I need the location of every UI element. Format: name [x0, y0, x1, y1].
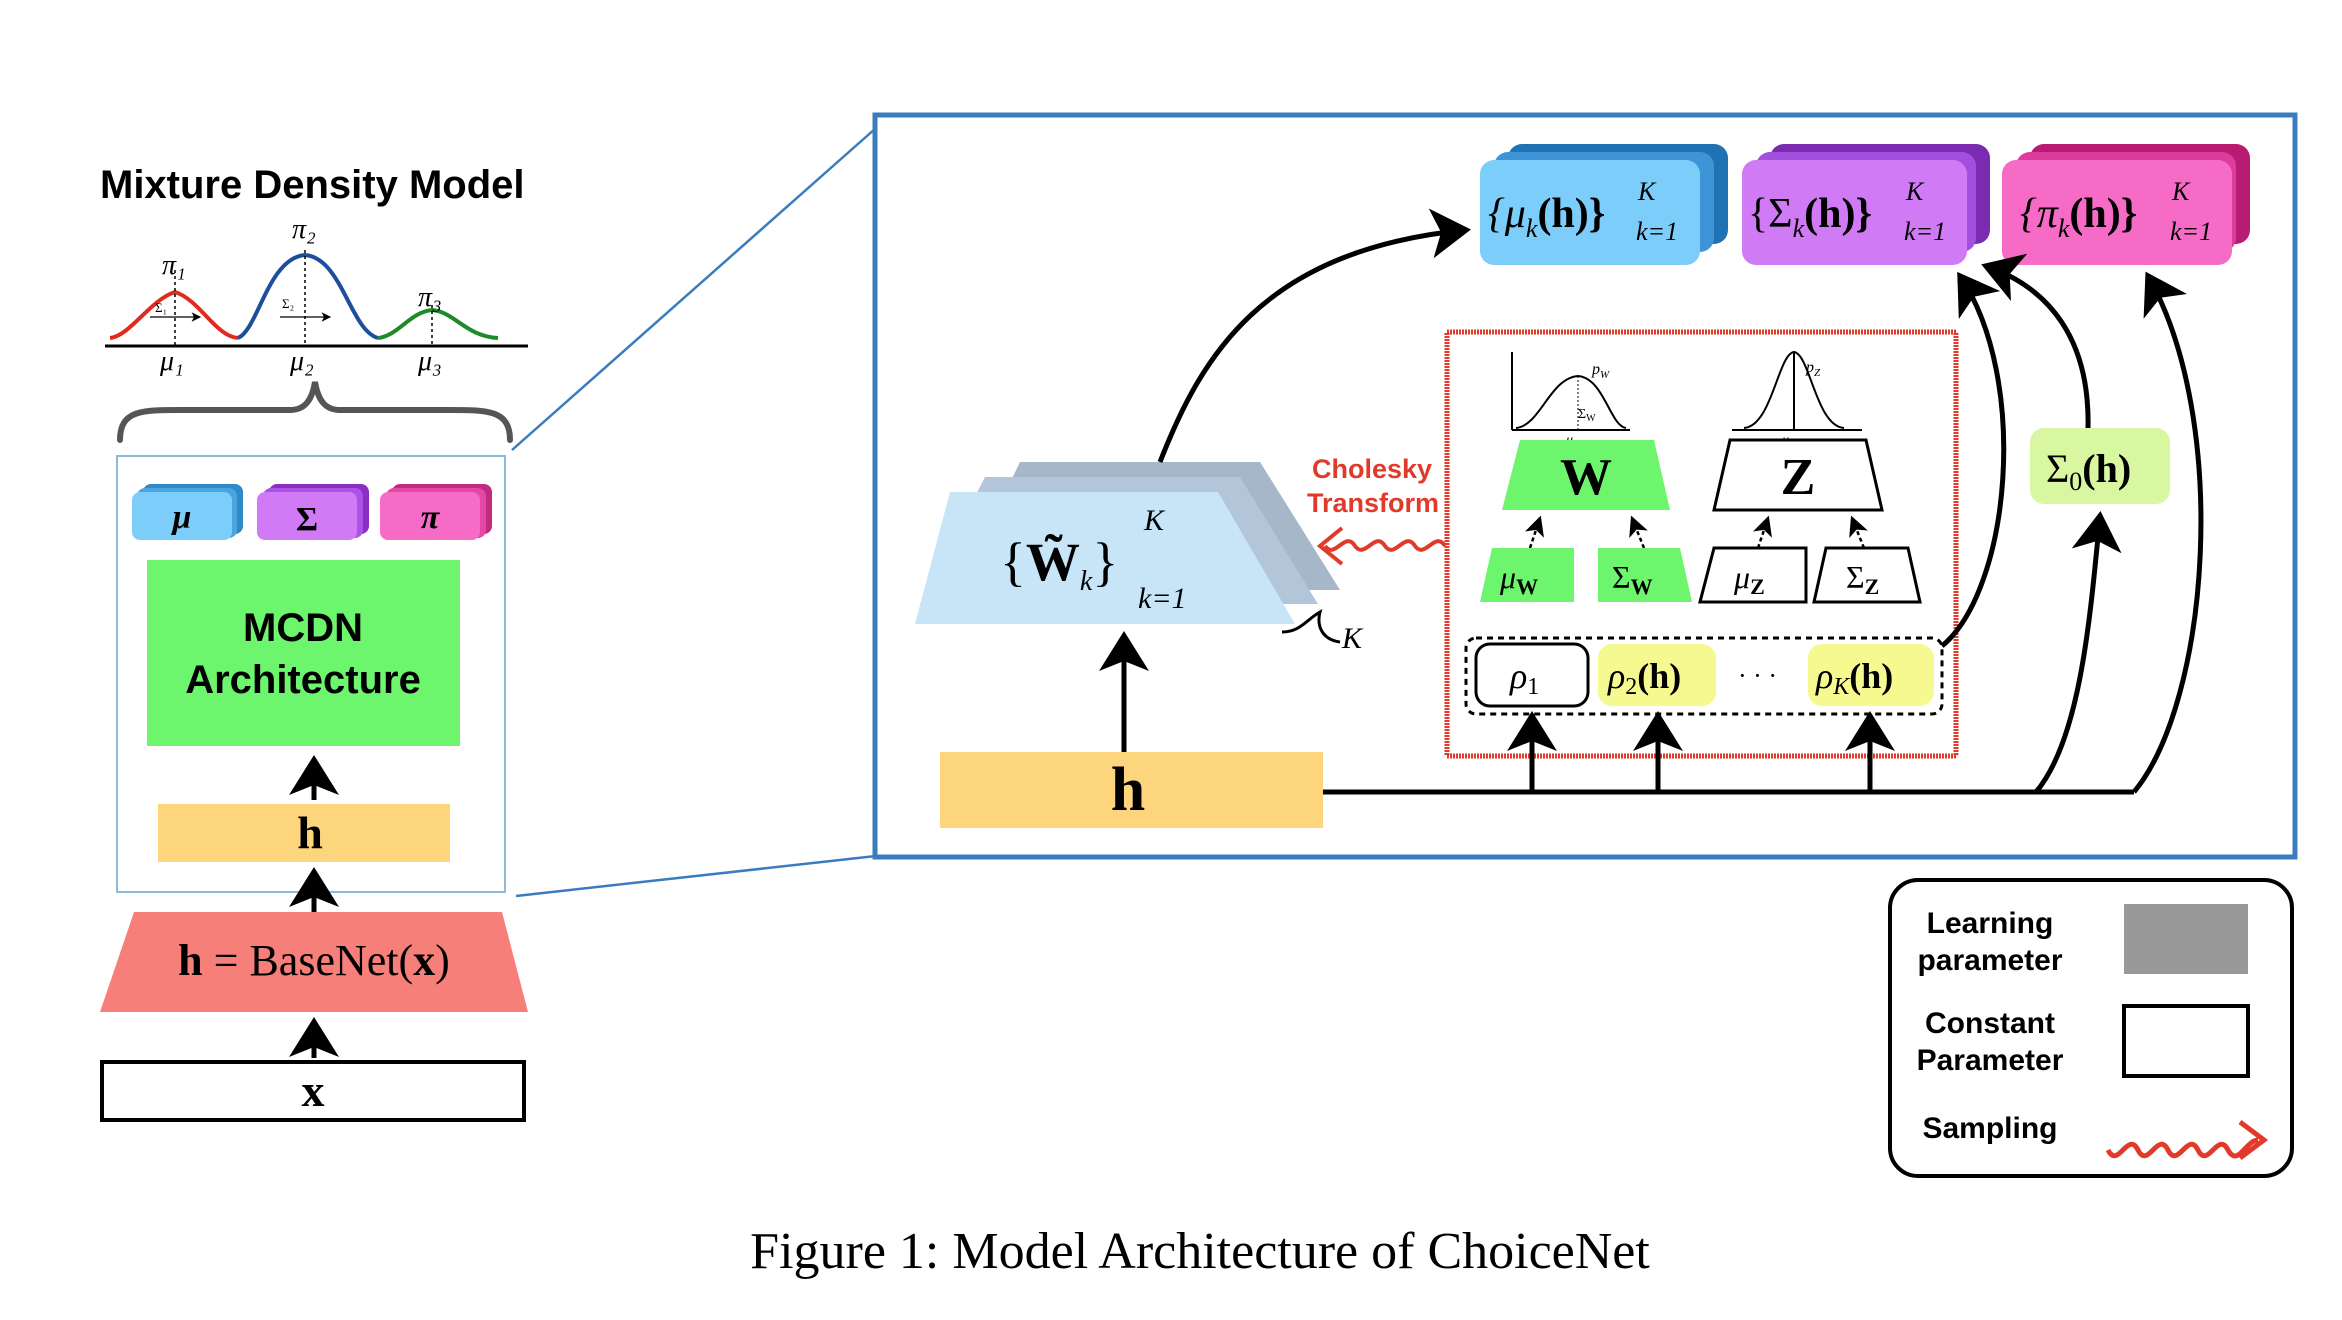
mixture-density-title: Mixture Density Model — [100, 163, 525, 207]
pi-k-label: {πk(h)} — [2020, 191, 2137, 243]
mu3-label: μ₃ — [417, 346, 442, 377]
legend-sampling: Sampling — [1922, 1112, 2057, 1145]
arrow-w-to-mu — [1157, 208, 1471, 463]
h-label-left: h — [297, 807, 323, 858]
z-block — [1712, 438, 1884, 512]
mu-w-block — [1480, 548, 1574, 602]
w-tilde-sup: K — [1143, 504, 1166, 537]
basenet-label: h = BaseNet(x) — [178, 936, 450, 985]
mcdn-line1: MCDN — [243, 606, 363, 650]
mcdn-architecture-box — [147, 560, 460, 746]
sigma-k-sub: k=1 — [1904, 217, 1946, 246]
rhoK-block — [1808, 644, 1934, 706]
w-tilde-stack: {W̃k} K k=1 K — [915, 462, 1364, 655]
rho2-block — [1598, 644, 1716, 706]
mu1-label: μ₁ — [159, 346, 184, 377]
arrow-h-to-pi — [2132, 271, 2204, 794]
rho-ellipsis: · · · — [1738, 661, 1777, 690]
rho1-label: ρ1 — [1509, 656, 1539, 700]
x-input-block — [100, 1060, 526, 1122]
mu-z-block — [1698, 546, 1808, 604]
sigma1-label: Σ₁ — [155, 300, 167, 315]
legend-learning-line2: parameter — [1917, 944, 2062, 977]
pi-block-small: π — [380, 484, 492, 540]
sigma-w-label: ΣW — [1612, 559, 1653, 599]
sigma-z-block — [1812, 546, 1922, 604]
arrow-h-to-sigma0 — [2034, 511, 2122, 794]
cholesky-sampling-squiggle — [1323, 539, 1447, 552]
x-label: x — [302, 1065, 325, 1116]
left-panel: Mixture Density Model Σ₁ Σ₂ π₁ π₂ π₃ μ₁ … — [100, 163, 528, 1122]
h-block-left — [158, 804, 450, 862]
gaussian-mixture-plot: Σ₁ Σ₂ π₁ π₂ π₃ μ₁ μ₂ μ₃ — [105, 214, 528, 377]
sigma-k-label: {Σk(h)} — [1748, 191, 1872, 243]
sigma0-block — [2030, 428, 2170, 504]
pi-k-block: {πk(h)} K k=1 — [2002, 144, 2250, 265]
figure-caption: Figure 1: Model Architecture of ChoiceNe… — [750, 1223, 1650, 1280]
mu2-label: μ₂ — [289, 346, 314, 377]
arrow-sigma0-to-sigma — [1981, 253, 2091, 429]
sigma2-label: Σ₂ — [282, 296, 294, 311]
arrow-rhoK-to-sigma — [1940, 271, 2007, 648]
mu-k-sup: K — [1637, 177, 1657, 206]
h-block-right — [940, 752, 1323, 828]
legend-learning-line1: Learning — [1927, 907, 2054, 940]
mcdn-line2: Architecture — [185, 658, 421, 702]
mu-block-small: μ — [132, 484, 243, 540]
w-tilde-label: {W̃k} — [1000, 532, 1118, 597]
pi3-label: π₃ — [418, 282, 442, 313]
pi1-label: π₁ — [162, 250, 186, 281]
zoom-connector-bottom — [515, 854, 877, 898]
right-panel: {μk(h)} K k=1 {Σk(h)} K k=1 {πk(h)} K k=… — [872, 112, 2298, 860]
gaussian-curve-1 — [109, 289, 239, 340]
legend-learning-swatch — [2124, 904, 2248, 974]
gaussian-curve-3 — [377, 307, 499, 340]
rho-row-frame — [1464, 636, 1944, 716]
rho1-block — [1474, 642, 1590, 708]
pi-k-sup: K — [2171, 177, 2191, 206]
grouping-brace — [117, 381, 513, 443]
pi2-label: π₂ — [292, 214, 316, 245]
basenet-block — [100, 912, 528, 1012]
sigma0-label: Σ0(h) — [2046, 446, 2131, 496]
mu-k-block: {μk(h)} K k=1 — [1480, 144, 1728, 265]
w-block — [1502, 440, 1670, 510]
pi-block-label: π — [421, 499, 441, 536]
z-label: Z — [1781, 449, 1816, 506]
sigma-z-label: ΣZ — [1846, 559, 1879, 599]
zoom-connector-top — [511, 127, 877, 451]
mu-k-label: {μk(h)} — [1488, 191, 1605, 243]
pw-sigma-label: ΣW — [1578, 407, 1596, 424]
w-tilde-sub: k=1 — [1138, 582, 1187, 615]
h-label-right: h — [1111, 756, 1145, 824]
cholesky-line2: Transform — [1307, 488, 1439, 518]
mu-w-label: μW — [1499, 559, 1538, 599]
sigma-w-block — [1598, 548, 1692, 602]
w-tilde-brace-k: K — [1341, 622, 1364, 655]
cholesky-line1: Cholesky — [1312, 454, 1432, 484]
sigma-k-block: {Σk(h)} K k=1 — [1742, 144, 1990, 265]
mu-block-label: μ — [171, 499, 192, 536]
legend-constant-line2: Parameter — [1917, 1044, 2064, 1077]
mu-z-label: μZ — [1733, 559, 1765, 599]
legend: Learning parameter Constant Parameter Sa… — [1888, 878, 2294, 1178]
sigma-block-label: Σ — [296, 501, 318, 538]
sigma-block-small: Σ — [257, 484, 369, 540]
legend-constant-line1: Constant — [1925, 1007, 2055, 1040]
sampling-region — [1444, 329, 1959, 759]
pz-label: pZ — [1805, 359, 1821, 379]
pi-k-sub: k=1 — [2170, 217, 2212, 246]
gaussian-curve-2 — [236, 252, 379, 340]
sigma-k-sup: K — [1905, 177, 1925, 206]
legend-constant-swatch — [2122, 1004, 2250, 1078]
rho2-label: ρ2(h) — [1607, 656, 1681, 700]
legend-sampling-squiggle — [2105, 1137, 2259, 1159]
rhoK-label: ρK(h) — [1815, 656, 1893, 700]
mu-k-sub: k=1 — [1636, 217, 1678, 246]
w-label: W — [1560, 449, 1612, 506]
pw-label: pW — [1591, 361, 1610, 381]
